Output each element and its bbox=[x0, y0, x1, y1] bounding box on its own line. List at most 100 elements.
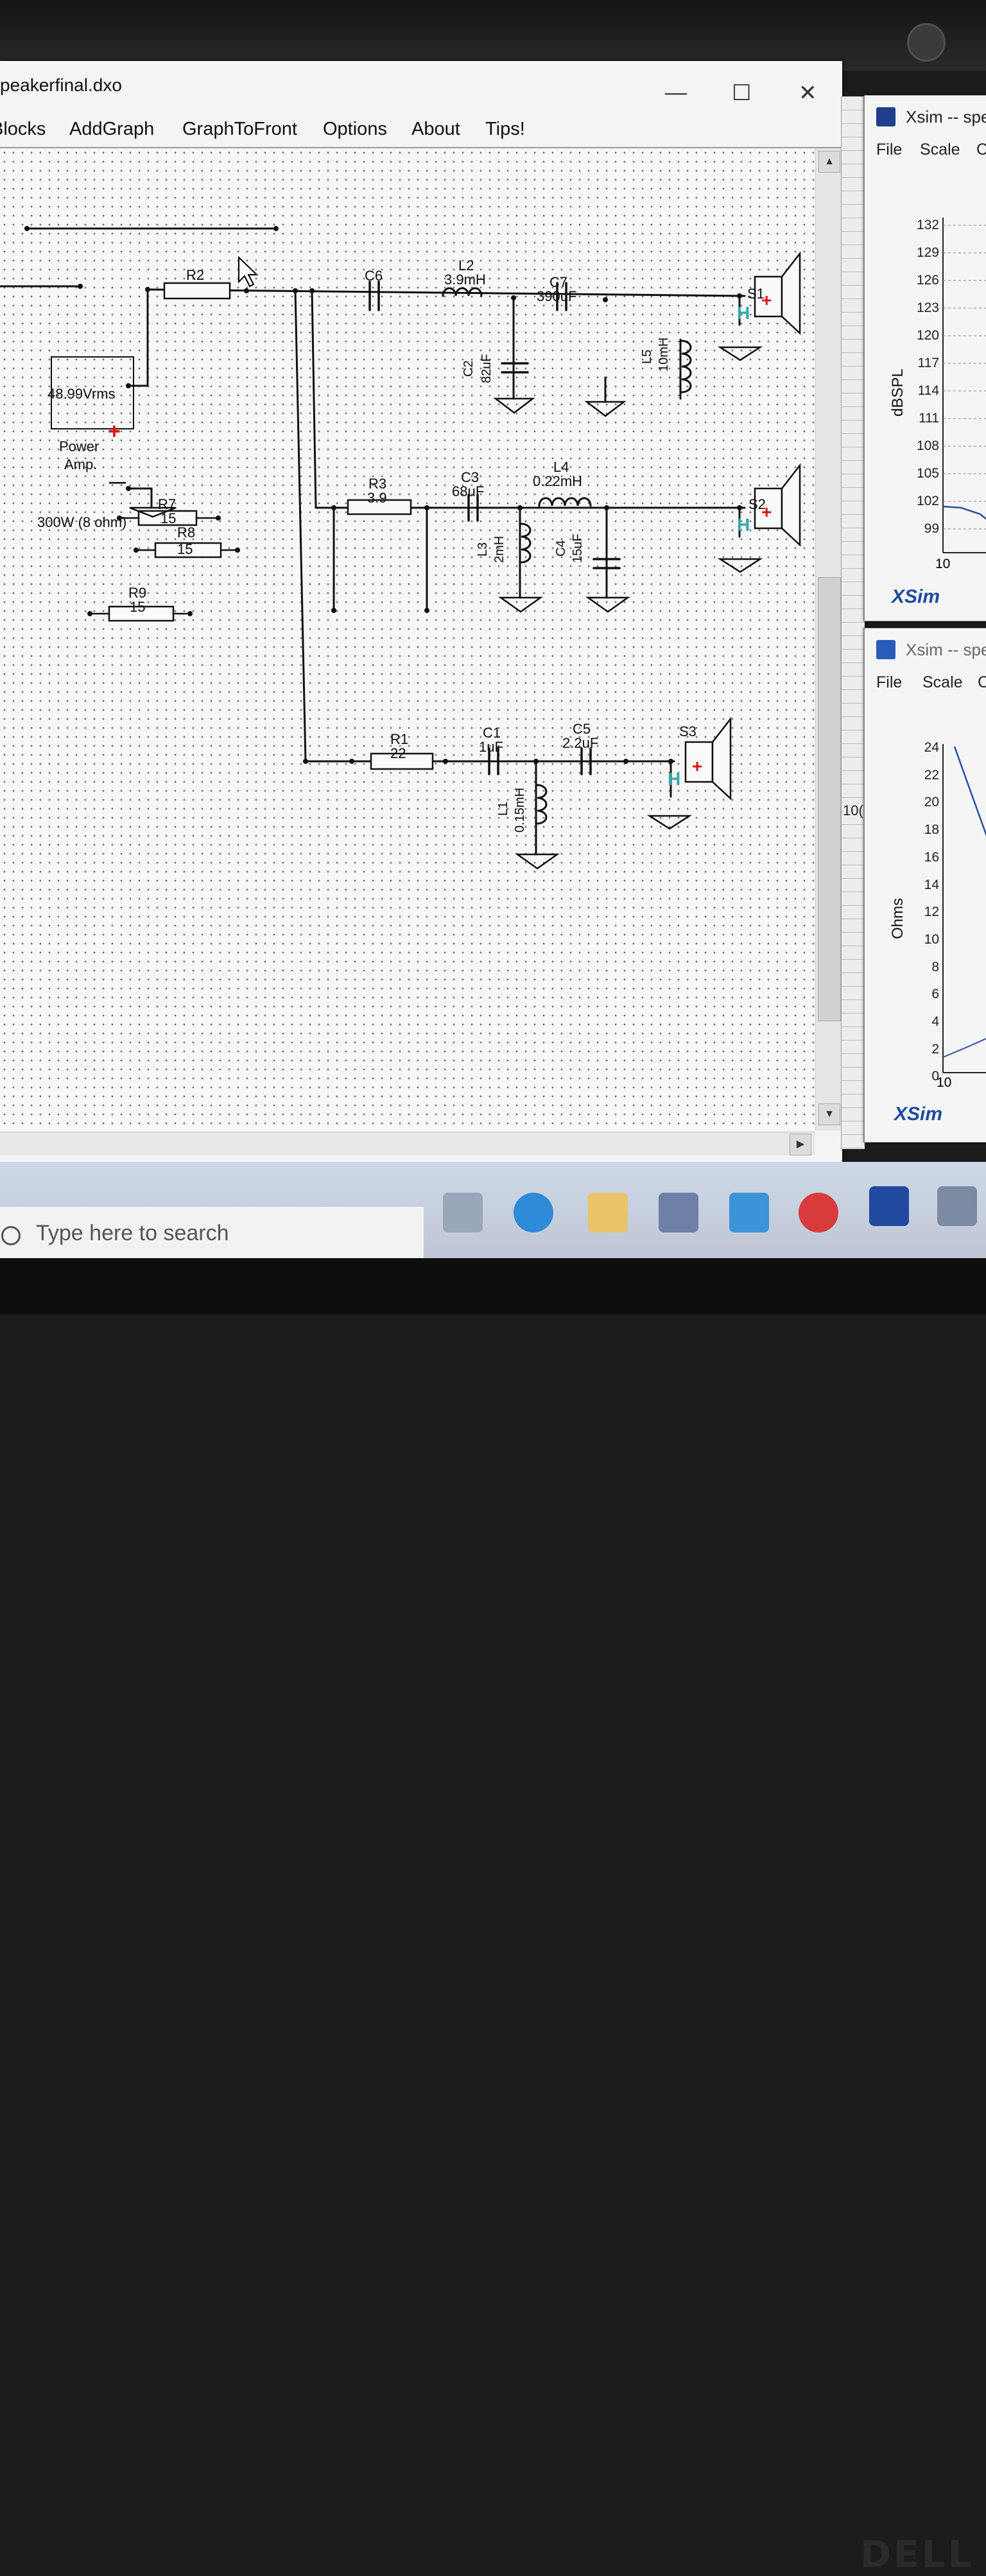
scroll-up-icon[interactable]: ▲ bbox=[818, 151, 840, 173]
speaker-h-mark: H bbox=[737, 515, 750, 535]
horizontal-scrollbar[interactable]: ▶ bbox=[0, 1132, 815, 1155]
ground-symbol bbox=[515, 853, 560, 870]
window-title: peakerfinal.dxo bbox=[0, 75, 122, 95]
ground-symbol bbox=[129, 506, 177, 518]
power-amp-box[interactable] bbox=[51, 356, 134, 429]
background-window-strip: 10( bbox=[841, 96, 865, 1149]
y-tick-label: 22 bbox=[924, 767, 939, 782]
xsim-taskbar-icon[interactable] bbox=[869, 1186, 909, 1226]
xsim-impedance-window[interactable]: Xsim -- spe File Scale C Ohms 2422201816… bbox=[864, 628, 986, 1143]
speaker-h-mark: H bbox=[668, 769, 680, 789]
c7-label: C7 bbox=[549, 274, 567, 290]
minimize-button[interactable]: — bbox=[665, 80, 687, 105]
xsim-imp-menu-scale[interactable]: Scale bbox=[922, 673, 963, 691]
ground-symbol bbox=[717, 346, 763, 361]
file-explorer-icon[interactable] bbox=[588, 1193, 628, 1232]
scroll-right-icon[interactable]: ▶ bbox=[790, 1134, 811, 1155]
y-tick-label: 108 bbox=[916, 438, 939, 453]
y-tick-label: 126 bbox=[916, 273, 939, 288]
amp-voltage-label: 48.99Vrms bbox=[48, 386, 116, 402]
schematic-canvas[interactable]: 48.99Vrms Power Amp. 300W (8 ohm) R2 C6 … bbox=[0, 148, 815, 1130]
r2-label: R2 bbox=[186, 267, 204, 283]
scroll-thumb[interactable] bbox=[818, 577, 841, 1021]
c4-value: 15uF bbox=[571, 533, 585, 563]
speaker-s2[interactable] bbox=[754, 463, 801, 547]
app-icon[interactable] bbox=[799, 1193, 838, 1232]
resistor-r2[interactable] bbox=[163, 282, 231, 300]
close-button[interactable]: ✕ bbox=[799, 81, 817, 105]
taskbar-search-box[interactable]: Type here to search bbox=[0, 1207, 424, 1258]
inductor-l1[interactable] bbox=[536, 784, 548, 825]
l2-label: L2 bbox=[458, 257, 474, 273]
edge-browser-icon[interactable] bbox=[514, 1193, 553, 1232]
s3-label: S3 bbox=[679, 723, 696, 739]
r9-value: 15 bbox=[130, 599, 145, 615]
speaker-plus: + bbox=[761, 290, 772, 310]
spl-curve bbox=[942, 505, 986, 520]
y-tick-label: 0 bbox=[931, 1069, 939, 1084]
y-tick-label: 14 bbox=[924, 877, 939, 892]
xsim-spl-logo: XSim bbox=[892, 586, 940, 607]
amp-label-line1: Power bbox=[59, 438, 99, 454]
speaker-s3[interactable] bbox=[684, 716, 732, 800]
c2-label: C2 bbox=[462, 360, 476, 377]
vertical-scrollbar[interactable]: ▲ ▼ bbox=[815, 148, 842, 1130]
xsim-spl-menu-c[interactable]: C bbox=[976, 141, 986, 159]
title-bar[interactable]: peakerfinal.dxo — ☐ ✕ bbox=[0, 61, 842, 107]
l1-value: 0.15mH bbox=[513, 788, 527, 833]
l1-label: L1 bbox=[496, 802, 510, 816]
y-tick-label: 10 bbox=[924, 931, 939, 947]
menu-blocks[interactable]: Blocks bbox=[0, 119, 46, 139]
search-placeholder: Type here to search bbox=[36, 1221, 229, 1245]
menu-addgraph[interactable]: AddGraph bbox=[69, 119, 155, 139]
s1-label: S1 bbox=[747, 286, 765, 302]
inductor-l2[interactable] bbox=[442, 287, 483, 297]
r9-label: R9 bbox=[128, 585, 146, 601]
menu-tips[interactable]: Tips! bbox=[485, 119, 525, 139]
mail-icon[interactable] bbox=[729, 1193, 769, 1232]
y-tick-label: 8 bbox=[931, 959, 939, 974]
maximize-button[interactable]: ☐ bbox=[732, 81, 752, 105]
y-tick-label: 16 bbox=[924, 849, 939, 865]
spl-plot[interactable] bbox=[865, 96, 986, 621]
task-view-icon[interactable] bbox=[443, 1193, 483, 1232]
screen-bezel-top bbox=[0, 0, 986, 71]
inductor-l3[interactable] bbox=[520, 523, 532, 564]
c3-label: C3 bbox=[461, 469, 479, 485]
y-tick-label: 123 bbox=[916, 300, 939, 315]
s2-label: S2 bbox=[748, 496, 766, 512]
menu-about[interactable]: About bbox=[411, 119, 460, 139]
resistor-r1[interactable] bbox=[370, 752, 434, 770]
inductor-l4[interactable] bbox=[538, 497, 592, 507]
xsim-spl-menu-scale[interactable]: Scale bbox=[920, 141, 960, 159]
xsim-imp-menu-c[interactable]: C bbox=[978, 673, 986, 692]
scroll-down-icon[interactable]: ▼ bbox=[818, 1103, 840, 1125]
xsim-app-icon bbox=[876, 107, 895, 126]
y-tick-label: 18 bbox=[924, 822, 939, 838]
menu-graphtofront[interactable]: GraphToFront bbox=[182, 119, 297, 139]
y-tick-label: 4 bbox=[931, 1014, 939, 1029]
y-tick-label: 129 bbox=[916, 245, 939, 260]
xsim-imp-menu-file[interactable]: File bbox=[876, 673, 903, 691]
xsim-spl-menu-file[interactable]: File bbox=[876, 141, 903, 159]
menu-options[interactable]: Options bbox=[323, 119, 387, 139]
store-icon[interactable] bbox=[659, 1193, 698, 1232]
impedance-plot[interactable] bbox=[865, 628, 986, 1142]
impedance-curve bbox=[953, 746, 986, 837]
inductor-l5[interactable] bbox=[680, 340, 692, 393]
r3-value: 3.9 bbox=[367, 490, 387, 506]
resistor-r3[interactable] bbox=[347, 499, 412, 515]
l4-value: 0.22mH bbox=[533, 473, 582, 489]
y-tick-label: 12 bbox=[924, 904, 939, 920]
r1-value: 22 bbox=[390, 745, 406, 761]
imp-x-tick: 10 bbox=[937, 1075, 952, 1090]
r7-label: R7 bbox=[158, 496, 176, 512]
r3-label: R3 bbox=[368, 476, 386, 492]
l3-label: L3 bbox=[476, 542, 490, 557]
speaker-s1[interactable] bbox=[754, 251, 801, 335]
y-tick-label: 102 bbox=[916, 494, 939, 508]
xsim-spl-window[interactable]: Xsim -- spe File Scale C dBSPL 132129126… bbox=[864, 95, 986, 621]
wire-bus bbox=[294, 290, 307, 763]
r8-value: 15 bbox=[177, 541, 193, 557]
settings-taskbar-icon[interactable] bbox=[937, 1186, 977, 1226]
